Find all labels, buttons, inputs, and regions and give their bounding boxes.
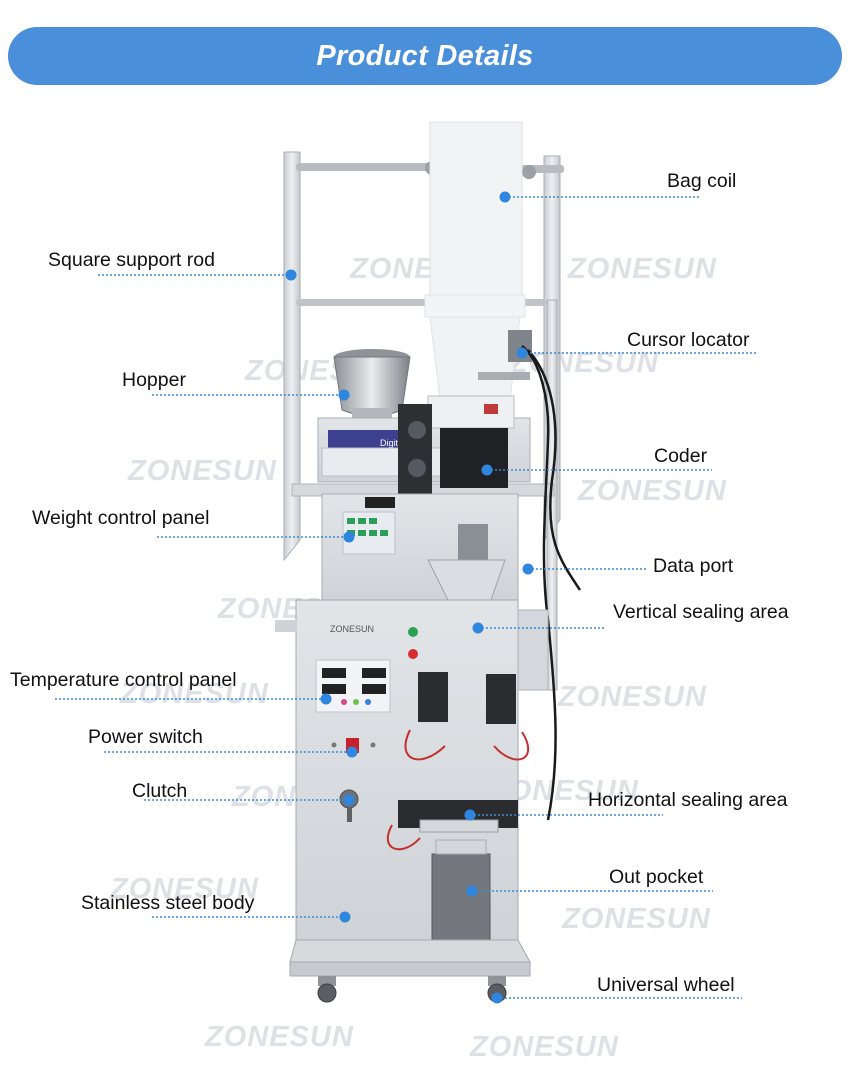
banner-title: Product Details <box>316 39 534 72</box>
watermark-text: ZONESUN <box>127 455 277 487</box>
bag-coil-film <box>424 121 526 441</box>
label-temperature-control-panel: Temperature control panel <box>10 669 237 691</box>
label-hopper: Hopper <box>122 369 186 391</box>
cursor-locator-unit <box>478 330 582 821</box>
label-data-port: Data port <box>653 555 734 577</box>
callout-leaders <box>55 196 756 999</box>
watermark-text: ZONESUN <box>557 681 707 713</box>
machine-base <box>289 939 531 1003</box>
coder-unit <box>398 404 508 494</box>
label-square-support-rod: Square support rod <box>48 249 215 271</box>
label-universal-wheel: Universal wheel <box>597 974 735 996</box>
watermark-text: ZONESUN <box>561 903 711 935</box>
callout-markers <box>285 191 534 1004</box>
watermark-text: ZONESUN <box>119 678 269 710</box>
watermark-text: ZONESUN <box>109 873 259 905</box>
label-coder: Coder <box>654 445 708 467</box>
watermark-group: ZONESUN ZONESUN ZONESUN ZONESUN ZONESUN … <box>109 253 727 1063</box>
label-power-switch: Power switch <box>88 726 203 748</box>
label-cursor-locator: Cursor locator <box>627 329 750 351</box>
label-weight-control-panel: Weight control panel <box>32 507 210 529</box>
machine-brand-text: ZONESUN <box>330 624 374 634</box>
hopper <box>333 349 411 426</box>
watermark-text: ZONESUN <box>469 1031 619 1063</box>
label-clutch: Clutch <box>132 780 188 802</box>
label-bag-coil: Bag coil <box>667 170 737 192</box>
label-vertical-sealing-area: Vertical sealing area <box>613 601 789 623</box>
watermark-text: ZONESUN <box>577 475 727 507</box>
product-details-banner: Product Details <box>8 27 842 85</box>
label-horizontal-sealing-area: Horizontal sealing area <box>588 789 788 811</box>
watermark-text: ZONESUN <box>204 1021 354 1053</box>
label-stainless-steel-body: Stainless steel body <box>81 892 255 914</box>
main-body: ZONESUN <box>275 599 549 941</box>
label-out-pocket: Out pocket <box>609 866 704 888</box>
watermark-text: ZONESUN <box>567 253 717 285</box>
